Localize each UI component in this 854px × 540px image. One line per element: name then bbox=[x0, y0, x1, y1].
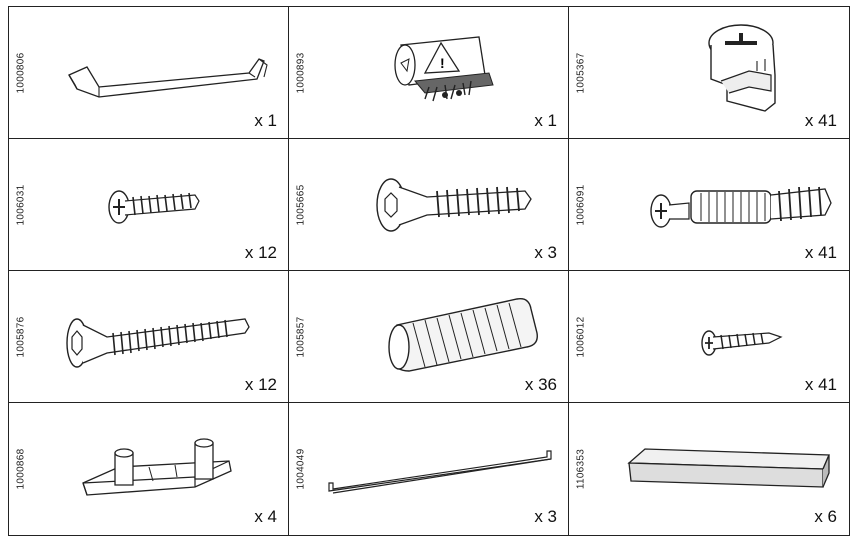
part-number: 1000893 bbox=[295, 52, 307, 94]
part-cell: 1005665 x 3 bbox=[288, 138, 570, 272]
quantity: x 12 bbox=[244, 375, 277, 394]
part-number: 1005665 bbox=[295, 184, 307, 226]
quantity: x 41 bbox=[804, 111, 837, 130]
part-number: 1106353 bbox=[575, 449, 587, 490]
part-cell: 1000868 x 4 bbox=[8, 402, 290, 536]
part-cell: 1006012 x 41 bbox=[568, 270, 850, 404]
cam-lock-icon bbox=[609, 15, 834, 115]
part-cell: 1106353 x 6 bbox=[568, 402, 850, 536]
part-cell: 1000806 x 1 bbox=[8, 6, 290, 140]
quantity: x 4 bbox=[254, 507, 277, 526]
quantity: x 3 bbox=[534, 243, 557, 262]
part-number: 1000806 bbox=[15, 52, 27, 94]
part-cell: 1006091 x 41 bbox=[568, 138, 850, 272]
quantity: x 41 bbox=[804, 375, 837, 394]
part-cell: 1006031 x 12 bbox=[8, 138, 290, 272]
part-cell: 1004049 x 3 bbox=[288, 402, 570, 536]
quantity: x 41 bbox=[804, 243, 837, 262]
quantity: x 1 bbox=[534, 111, 557, 130]
warning-tag-bundle-icon: ! bbox=[329, 15, 554, 115]
svg-text:!: ! bbox=[440, 55, 445, 71]
quantity: x 1 bbox=[254, 111, 277, 130]
parts-grid: 1000806 x 1 1000893 bbox=[8, 6, 850, 536]
part-number: 1005367 bbox=[575, 52, 587, 94]
part-number: 1000868 bbox=[15, 448, 27, 490]
part-number: 1005857 bbox=[295, 316, 307, 358]
long-hex-screw-icon bbox=[49, 279, 274, 379]
metal-rod-icon bbox=[329, 411, 554, 511]
part-number: 1006012 bbox=[575, 316, 587, 358]
part-number: 1005876 bbox=[15, 316, 27, 358]
part-cell: 1005876 x 12 bbox=[8, 270, 290, 404]
quantity: x 6 bbox=[814, 507, 837, 526]
cam-bolt-dowel-icon bbox=[609, 147, 834, 247]
part-number: 1006031 bbox=[15, 184, 27, 226]
hex-socket-screw-icon bbox=[329, 147, 554, 247]
small-phillips-screw-icon bbox=[609, 279, 834, 379]
wooden-dowel-icon bbox=[329, 279, 554, 379]
plastic-bracket-icon bbox=[49, 411, 274, 511]
part-cell: 1005857 x 36 bbox=[288, 270, 570, 404]
pan-head-screw-icon bbox=[49, 147, 274, 247]
part-number: 1004049 bbox=[295, 448, 307, 490]
part-number: 1006091 bbox=[575, 184, 587, 226]
quantity: x 3 bbox=[534, 507, 557, 526]
quantity: x 12 bbox=[244, 243, 277, 262]
allen-key-icon bbox=[49, 15, 274, 115]
part-cell: 1005367 x 41 bbox=[568, 6, 850, 140]
quantity: x 36 bbox=[524, 375, 557, 394]
part-cell: 1000893 ! x 1 bbox=[288, 6, 570, 140]
plastic-strip-icon bbox=[609, 411, 834, 511]
